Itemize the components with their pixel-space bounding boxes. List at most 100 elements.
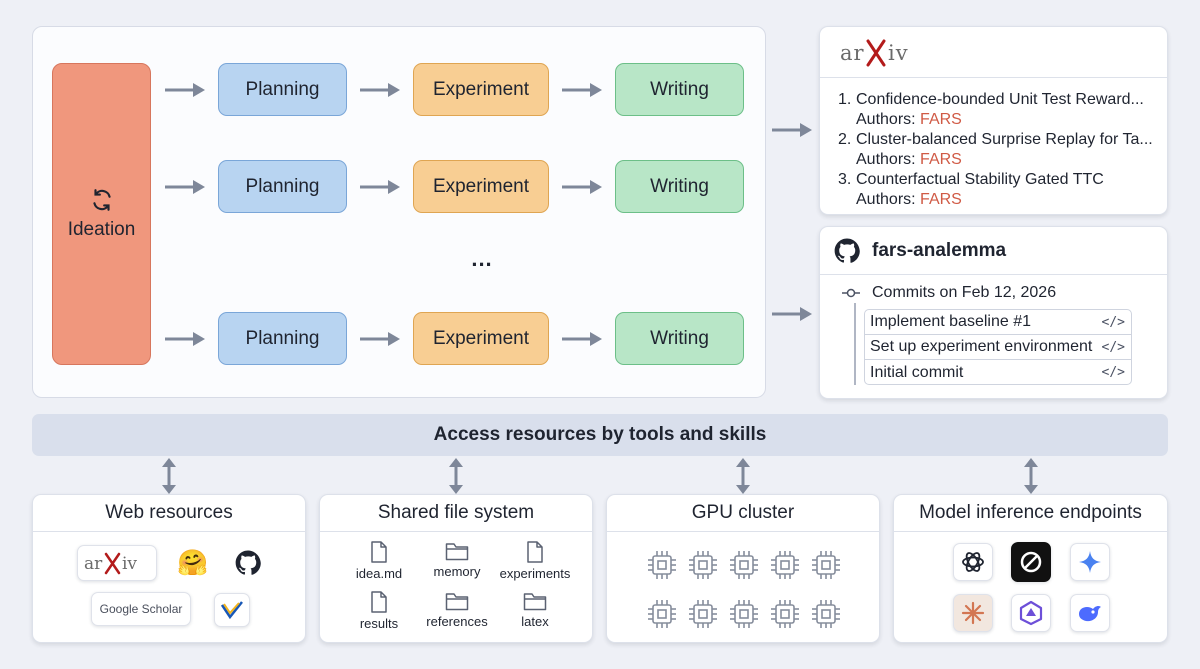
experiment-stage: Experiment [413, 312, 549, 365]
authors-label: Authors: [856, 151, 916, 168]
arxiv-tile[interactable]: ar iv [77, 545, 157, 581]
writing-stage: Writing [615, 63, 744, 116]
card-title: GPU cluster [607, 495, 879, 532]
card-title: Model inference endpoints [894, 495, 1167, 532]
file-item[interactable]: idea.md [334, 541, 424, 581]
arrow-right-icon [360, 180, 400, 194]
author-name: FARS [920, 191, 962, 208]
file-label: experiments [499, 566, 571, 581]
gpu-chip-icon [812, 600, 840, 628]
arxiv-header: ar iv [820, 27, 1167, 78]
svg-text:ar: ar [84, 554, 103, 574]
paper-number: 2. [838, 131, 852, 148]
writing-stage: Writing [615, 160, 744, 213]
svg-text:ar: ar [840, 41, 865, 65]
folder-item[interactable]: references [412, 591, 502, 629]
deepseek-icon [1079, 605, 1101, 622]
gemini-icon [1079, 551, 1101, 573]
planning-stage: Planning [218, 160, 347, 213]
writing-label: Writing [650, 175, 709, 197]
commit-message: Set up experiment environment [870, 338, 1093, 355]
qwen-icon [1019, 600, 1043, 626]
huggingface-icon[interactable]: 🤗 [177, 549, 209, 577]
ideation-label: Ideation [67, 219, 136, 240]
paper-title: Counterfactual Stability Gated TTC [856, 171, 1104, 188]
zero-tile[interactable] [1011, 542, 1051, 582]
card-title: Shared file system [320, 495, 592, 532]
commit-message: Implement baseline #1 [870, 313, 1031, 330]
gpu-chip-icon [730, 600, 758, 628]
file-item[interactable]: experiments [490, 541, 580, 581]
google-scholar-logo: Google Scholar [99, 602, 183, 616]
gpu-chip-icon [648, 600, 676, 628]
code-icon[interactable]: </> [1101, 365, 1125, 380]
code-icon[interactable]: </> [1101, 339, 1125, 355]
commits-date-label: Commits on Feb 12, 2026 [872, 284, 1057, 301]
gemini-tile[interactable] [1070, 543, 1110, 581]
gpu-chip-icon [771, 551, 799, 579]
arrow-right-icon [360, 83, 400, 97]
arxiv-papers-card: ar iv 1.Confidence-bounded Unit Test Rew… [819, 26, 1168, 215]
experiment-stage: Experiment [413, 160, 549, 213]
list-item[interactable]: 1.Confidence-bounded Unit Test Reward...… [838, 90, 1167, 130]
author-name: FARS [920, 151, 962, 168]
folder-icon [445, 543, 469, 561]
banner-label: Access resources by tools and skills [433, 424, 767, 445]
model-endpoints-card: Model inference endpoints [893, 494, 1168, 643]
openai-tile[interactable] [953, 543, 993, 581]
file-icon [371, 541, 387, 563]
semantic-scholar-icon [221, 601, 243, 620]
writing-label: Writing [650, 327, 709, 349]
shared-file-system-card: Shared file system idea.md memory experi… [319, 494, 593, 643]
gpu-chip-icon [689, 551, 717, 579]
file-label: idea.md [355, 566, 403, 581]
commit-row[interactable]: Set up experiment environment </> [865, 335, 1131, 360]
commit-list: Implement baseline #1 </> Set up experime… [864, 309, 1132, 385]
gpu-chip-icon [771, 600, 799, 628]
resources-banner: Access resources by tools and skills [32, 414, 1168, 456]
file-label: results [359, 616, 399, 631]
list-item[interactable]: 2.Cluster-balanced Surprise Replay for T… [838, 130, 1167, 170]
double-arrow-icon [1024, 458, 1038, 494]
double-arrow-icon [449, 458, 463, 494]
commit-row[interactable]: Implement baseline #1 </> [865, 310, 1131, 335]
google-scholar-tile[interactable]: Google Scholar [91, 592, 191, 626]
commit-row[interactable]: Initial commit</> [865, 360, 1131, 384]
semantic-scholar-tile[interactable] [214, 593, 250, 627]
planning-stage: Planning [218, 312, 347, 365]
folder-item[interactable]: latex [490, 591, 580, 629]
claude-tile[interactable] [953, 594, 993, 632]
arrow-right-icon [165, 83, 205, 97]
arrow-right-icon [360, 332, 400, 346]
repo-name[interactable]: fars-analemma [872, 239, 1007, 261]
file-item[interactable]: results [334, 591, 424, 631]
experiment-label: Experiment [432, 78, 530, 100]
arrow-right-icon [772, 123, 812, 137]
qwen-tile[interactable] [1011, 594, 1051, 632]
gpu-chip-icon [689, 600, 717, 628]
code-icon[interactable]: </> [1101, 314, 1125, 330]
authors-label: Authors: [856, 111, 916, 128]
planning-stage: Planning [218, 63, 347, 116]
gpu-cluster-card: GPU cluster [606, 494, 880, 643]
arxiv-logo: ar iv [840, 39, 908, 67]
author-name: FARS [920, 111, 962, 128]
folder-item[interactable]: memory [412, 541, 502, 579]
list-item[interactable]: 3.Counterfactual Stability Gated TTC Aut… [838, 170, 1167, 210]
file-icon [527, 541, 543, 563]
arrow-right-icon [562, 83, 602, 97]
github-icon[interactable] [235, 550, 261, 576]
paper-list: 1.Confidence-bounded Unit Test Reward...… [820, 78, 1167, 210]
paper-title: Confidence-bounded Unit Test Reward... [856, 91, 1144, 108]
deepseek-tile[interactable] [1070, 594, 1110, 632]
github-header: fars-analemma [820, 227, 1167, 275]
folder-label: memory [433, 564, 481, 579]
web-resources-card: Web resources ar iv 🤗 Google Scholar [32, 494, 306, 643]
openai-icon [962, 552, 984, 572]
ideation-box: Ideation [52, 63, 151, 365]
folder-label: references [426, 614, 488, 629]
card-title: Web resources [33, 495, 305, 532]
folder-label: latex [521, 614, 549, 629]
planning-label: Planning [245, 327, 320, 349]
authors-label: Authors: [856, 191, 916, 208]
